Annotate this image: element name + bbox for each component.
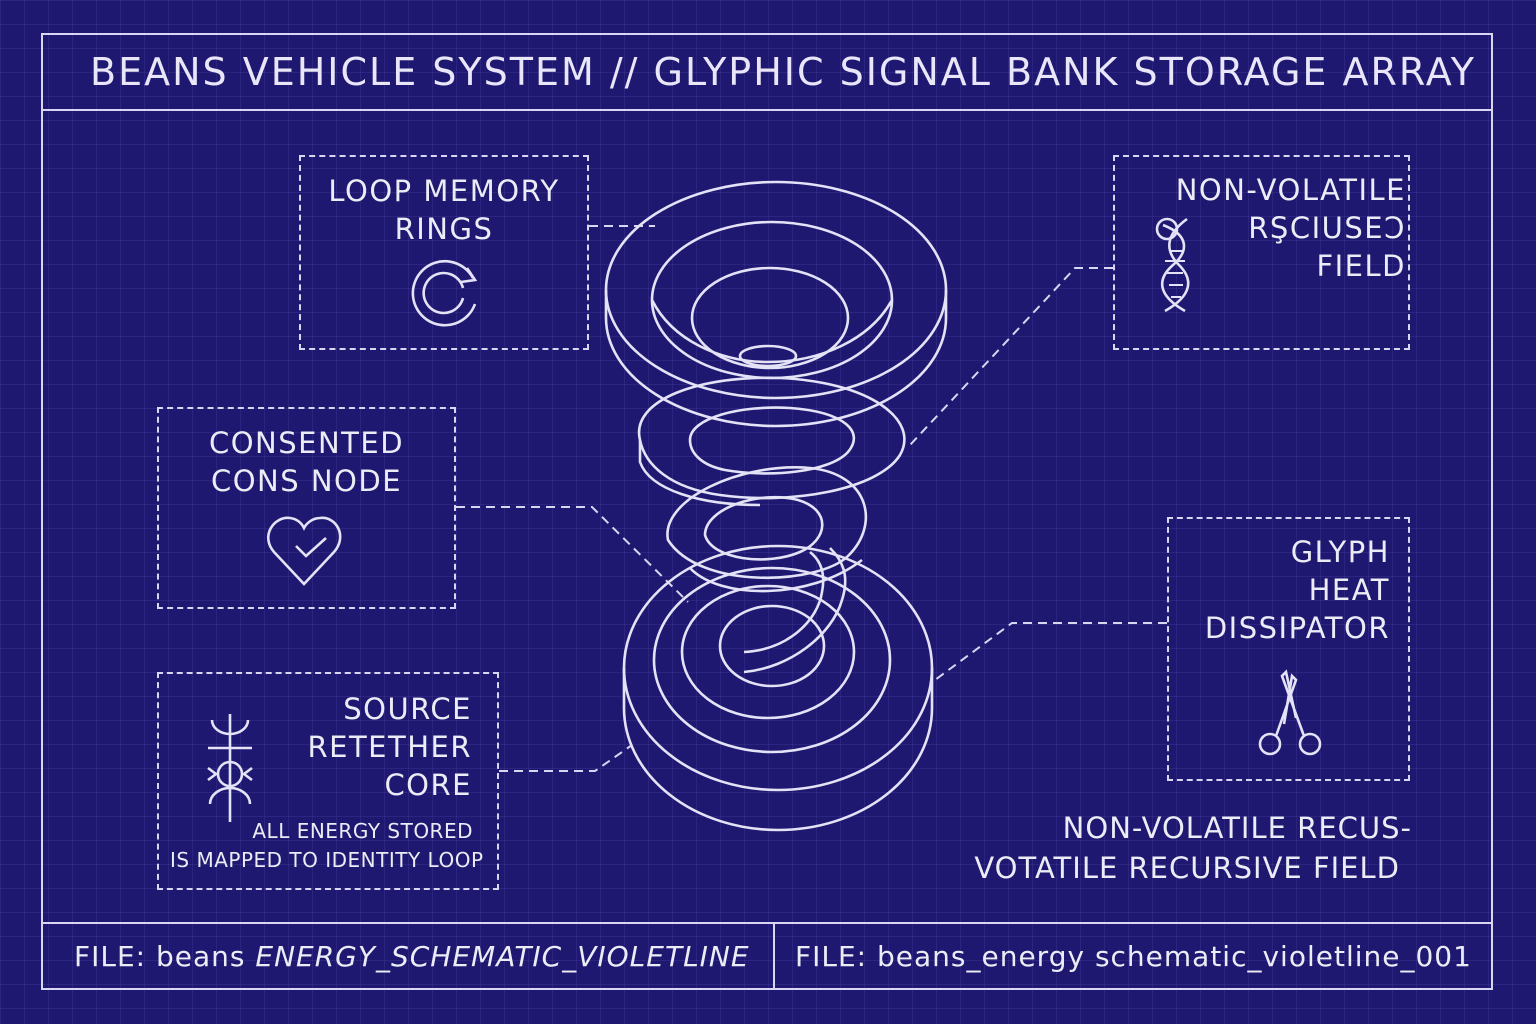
outer-frame (41, 33, 1493, 990)
coil-mid-loop-band (689, 558, 863, 593)
source-retether-label: SOURCE RETETHER CORE (280, 690, 472, 804)
coil-sculpture (604, 180, 948, 832)
heart-icon (267, 516, 342, 586)
title-bar (41, 33, 1493, 111)
leader-source-retether (499, 744, 633, 772)
consented-line1: CONSENTED (208, 426, 405, 460)
consented-line2: CONS NODE (210, 464, 403, 498)
non-volatile-line3: FIELD (1316, 249, 1406, 283)
coil-upper-loop-outer (637, 376, 906, 500)
leader-consented (456, 506, 689, 603)
coil-tail-outer (743, 547, 847, 674)
footer-left-prefix: FILE: beans (74, 940, 256, 973)
source-retether-line1: SOURCE (343, 692, 472, 726)
glyph-heat-line2: HEAT (1308, 573, 1390, 607)
leader-glyph-heat (934, 622, 1167, 681)
coil-top-ring-core (738, 344, 798, 368)
coil-bottom-ring-2 (652, 566, 892, 754)
non-volatile-label: NON-VOLATILE RŞCIUSEƆ FIELD (1130, 171, 1406, 285)
coil-mid-loop-outer (666, 466, 868, 580)
loop-arrow-icon (411, 259, 478, 327)
non-volatile-line2: RŞCIUSEƆ (1248, 211, 1406, 245)
source-retether-note1: ALL ENERGY STORED (252, 819, 473, 843)
glyph-heat-label: GLYPH HEAT DISSIPATOR (1180, 533, 1390, 647)
loop-memory-box (299, 155, 589, 350)
source-retether-line3: CORE (384, 768, 472, 802)
coil-mid-loop-inner (703, 495, 824, 561)
glyph-figure-icon (207, 714, 253, 822)
footer-file-left: FILE: beans ENERGY_SCHEMATIC_VIOLETLINE (74, 940, 750, 973)
coil-upper-loop-band (638, 440, 761, 507)
leader-lines (456, 225, 1167, 772)
glyph-heat-line3: DISSIPATOR (1204, 611, 1390, 645)
non-volatile-line1: NON-VOLATILE (1175, 173, 1406, 207)
loop-memory-line2: RINGS (394, 212, 494, 246)
scissors-icon (1258, 669, 1322, 756)
coil-bottom-ring-3 (680, 584, 856, 720)
source-retether-note2: IS MAPPED TO IDENTITY LOOP (170, 848, 484, 872)
non-volatile-box (1113, 155, 1410, 350)
bottom-note: NON-VOLATILE RECUS- VOTATILE RECURSIVE F… (950, 808, 1412, 888)
coil-top-disk-side (604, 290, 948, 428)
consented-box (157, 407, 456, 609)
glyph-heat-line1: GLYPH (1290, 535, 1390, 569)
footer-bar (41, 922, 1493, 990)
coil-top-ring-3 (690, 266, 850, 370)
leader-non-volatile (909, 267, 1113, 446)
bottom-note-line1: NON-VOLATILE RECUS- (1062, 811, 1412, 845)
source-retether-line2: RETETHER (307, 730, 472, 764)
consented-label: CONSENTED CONS NODE (157, 424, 456, 500)
coil-upper-loop-inner (688, 406, 855, 475)
footer-left-italic: ENERGY_SCHEMATIC_VIOLETLINE (255, 940, 750, 973)
loop-memory-label: LOOP MEMORY RINGS (299, 172, 589, 248)
footer-file-right: FILE: beans_energy schematic_violetline_… (795, 940, 1472, 973)
loop-memory-line1: LOOP MEMORY (328, 174, 560, 208)
coil-top-ring-outer (604, 180, 948, 400)
footer-divider (773, 922, 775, 990)
coil-top-ring-2 (650, 220, 894, 380)
source-retether-note: ALL ENERGY STORED IS MAPPED TO IDENTITY … (170, 817, 484, 875)
bottom-note-line2: VOTATILE RECURSIVE FIELD (974, 851, 1400, 885)
page-title: BEANS VEHICLE SYSTEM // GLYPHIC SIGNAL B… (90, 50, 1477, 94)
coil-top-funnel (650, 299, 894, 364)
glyph-heat-box (1167, 517, 1410, 781)
coil-tail-inner (743, 550, 825, 654)
coil-bottom-ring-outer (622, 544, 934, 792)
source-retether-box (157, 672, 499, 890)
coil-bottom-ring-4 (718, 604, 826, 688)
dna-helix-icon (1155, 217, 1190, 313)
coil-bottom-disk-side (622, 668, 934, 832)
